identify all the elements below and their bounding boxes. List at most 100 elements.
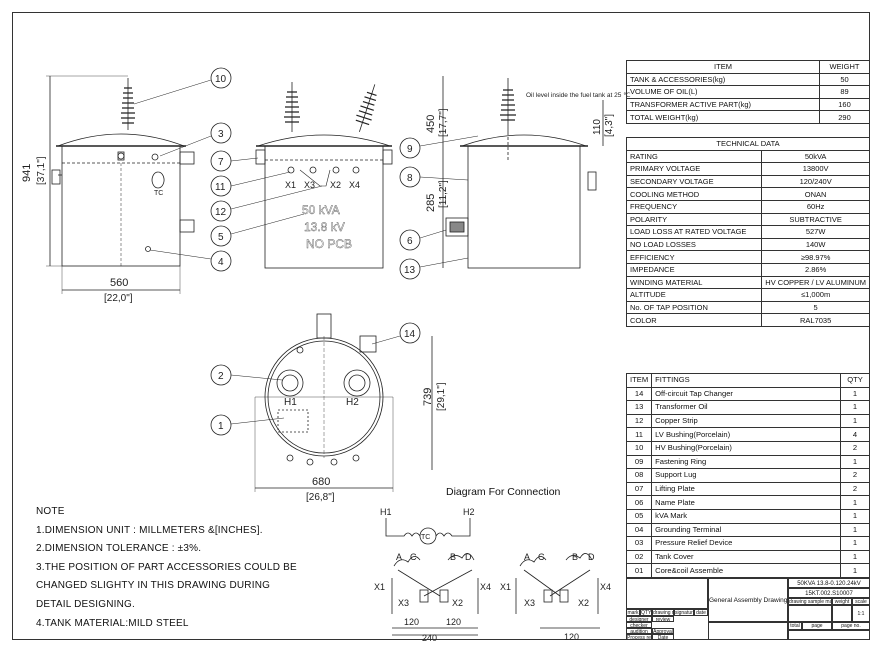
dim-560-in: [22,0"] (104, 293, 133, 304)
dim-941-in: [37,1"] (36, 156, 47, 185)
tech-value: SUBTRACTIVE (761, 212, 870, 227)
weights-item: TANK & ACCESSORIES(kg) (626, 72, 820, 87)
tech-value: 527W (761, 225, 870, 239)
fittings-header-qty: QTY (840, 373, 870, 388)
fitting-name: Fastening Ring (651, 454, 841, 470)
tb-total: total (788, 622, 802, 630)
dim-110: 110 (592, 119, 603, 135)
tb-weight: weight (832, 598, 852, 605)
tech-value: 5 (761, 300, 870, 315)
weights-value: 290 (819, 110, 870, 124)
tc-mark: TC (154, 190, 163, 197)
tb-qty: QTY (640, 609, 652, 616)
tb-page: page (802, 622, 832, 630)
fitting-no: 12 (625, 413, 653, 429)
fitting-qty: 1 (840, 536, 870, 551)
tech-value: 13800V (761, 162, 870, 176)
fitting-qty: 1 (840, 549, 870, 565)
fittings-header-name: FITTINGS (651, 373, 841, 388)
balloon-3: 3 (218, 129, 224, 140)
title-block: mark QTY drawing no. signature date desi… (626, 578, 870, 640)
weights-value: 89 (819, 85, 870, 99)
right-view: Oil level inside the fuel tank at 25 ℃ 4… (425, 76, 631, 269)
front-view: TC 941 [37,1"] 560 [22,0"] (21, 75, 195, 304)
tech-label: EFFICIENCY (625, 250, 763, 264)
tech-value: RAL7035 (761, 313, 870, 327)
fitting-no: 11 (625, 427, 653, 442)
tech-label: RATING (625, 149, 763, 164)
tb-date-2: Date (652, 634, 674, 640)
tb-footer (788, 630, 870, 640)
tb-blank-2 (832, 605, 852, 622)
table-row: VOLUME OF OIL(L)89 (626, 85, 870, 99)
fitting-no: 10 (625, 440, 653, 456)
lv-x4: X4 (349, 180, 360, 190)
kva-mark-2: 13.8 kV (304, 220, 345, 234)
fitting-name: Name Plate (651, 495, 841, 510)
dim-941: 941 (21, 164, 33, 182)
hv-bushing-right (355, 84, 377, 133)
balloon-6: 6 (407, 236, 413, 247)
note-line: DETAIL DESIGNING. (36, 598, 135, 610)
conn-b: B (450, 552, 456, 562)
tb-mark: mark (626, 609, 640, 616)
fitting-name: HV Bushing(Porcelain) (651, 440, 841, 456)
fitting-no: 03 (625, 536, 653, 551)
conn-x2: X2 (452, 598, 463, 608)
note-line: 3.THE POSITION OF PART ACCESSORIES COULD… (36, 561, 297, 573)
conn-h1: H1 (380, 507, 392, 517)
fitting-name: Copper Strip (651, 413, 841, 429)
balloon-11: 11 (215, 182, 226, 193)
tech-value: ≥98.97% (761, 250, 870, 264)
conn-a: A (396, 552, 402, 562)
lv-x3: X3 (304, 180, 315, 190)
tb-drawing-no: drawing no. (652, 609, 674, 616)
dim-285: 285 (425, 194, 437, 212)
tb-approval: Approval (652, 628, 674, 634)
tb-designer: designer (626, 616, 652, 622)
fitting-no: 02 (625, 549, 653, 565)
weights-header-weight: WEIGHT (819, 60, 870, 74)
tb-sample-mark: drawing sample mark (788, 598, 832, 605)
tech-label: LOAD LOSS AT RATED VOLTAGE (625, 225, 763, 239)
dim-450-in: [17,7"] (438, 108, 449, 137)
part-balloons: 10 3 7 11 12 5 4 9 8 6 13 14 2 (133, 67, 479, 436)
fitting-name: kVA Mark (651, 508, 841, 524)
title-block-left-top (626, 578, 708, 609)
lv-x2: X2 (330, 180, 341, 190)
conn-h2: H2 (463, 507, 475, 517)
technical-data-title: TECHNICAL DATA (626, 137, 870, 151)
tech-label: POLARITY (625, 212, 763, 227)
lv-x1: X1 (285, 180, 296, 190)
fitting-no: 05 (625, 508, 653, 524)
conn-tc: TC (421, 534, 430, 541)
conn-x1: X1 (374, 582, 385, 592)
dim-739: 739 (422, 388, 434, 406)
conn2-c: C (538, 552, 545, 562)
balloon-5: 5 (218, 232, 224, 243)
balloon-10: 10 (215, 74, 227, 85)
dim-110-in: [4,3"] (604, 114, 615, 137)
tech-label: SECONDARY VOLTAGE (625, 174, 763, 189)
oil-level-note: Oil level inside the fuel tank at 25 ℃ (526, 92, 631, 99)
tech-label: COLOR (625, 313, 763, 327)
tb-date: date (694, 609, 708, 616)
conn2-x3: X3 (524, 598, 535, 608)
balloon-13: 13 (404, 265, 416, 276)
